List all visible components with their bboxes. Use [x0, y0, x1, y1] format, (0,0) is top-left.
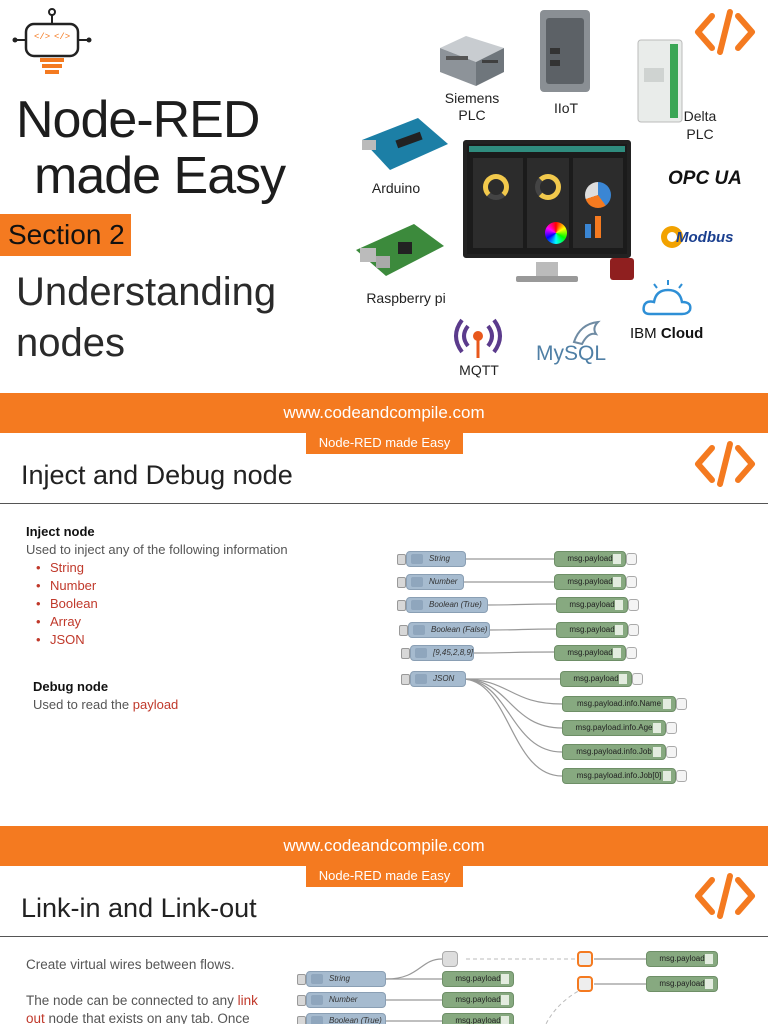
website-banner-1[interactable]: www.codeandcompile.com — [0, 393, 768, 433]
inject-node-number[interactable]: Number — [397, 574, 464, 590]
out-word[interactable]: out — [26, 1011, 45, 1024]
debug-node[interactable]: msg.payload — [554, 574, 637, 590]
debug-node-heading: Debug node — [33, 679, 109, 694]
debug-node[interactable]: msg.payload.info.Job[0] — [562, 768, 687, 784]
arduino-image — [362, 118, 448, 170]
debug-node[interactable]: msg.payload — [646, 951, 718, 967]
debug-node[interactable]: msg.payload — [556, 597, 639, 613]
ibm-label-b: Cloud — [660, 325, 704, 342]
list-item: JSON — [36, 631, 98, 649]
inject-node-string[interactable]: String — [397, 551, 466, 567]
monitor-base — [516, 276, 578, 282]
link-flow-wires — [385, 958, 646, 1024]
course-tag-2: Node-RED made Easy — [306, 865, 463, 887]
ibm-cloud-label: IBM Cloud — [630, 325, 703, 342]
debug-node-desc: Used to read the payload — [33, 696, 178, 714]
slide1-title: Inject and Debug node — [21, 460, 293, 490]
robot-logo-icon: </> </> — [12, 8, 92, 74]
list-item: Boolean — [36, 595, 98, 613]
node-red-logo-icon — [610, 258, 634, 280]
link-in-node[interactable] — [577, 976, 593, 992]
section-badge: Section 2 — [0, 214, 131, 256]
delta-label-2: PLC — [686, 126, 714, 142]
debug-node[interactable]: msg.payload — [442, 971, 514, 987]
delta-label-1: Delta — [683, 108, 717, 124]
hero-subtitle-line1: Understanding — [16, 270, 277, 314]
siemens-plc-image — [440, 36, 504, 86]
inject-node-string[interactable]: String — [297, 971, 386, 987]
hero-subtitle-line2: nodes — [16, 321, 125, 365]
debug-node[interactable]: msg.payload.info.Job — [562, 744, 677, 760]
payload-link[interactable]: payload — [132, 697, 179, 712]
slide2-title: Link-in and Link-out — [21, 893, 257, 923]
code-logo-icon — [695, 441, 755, 487]
delta-plc-image — [637, 39, 683, 123]
inject-node-heading: Inject node — [26, 524, 95, 539]
inject-node-boolean-false[interactable]: Boolean (False) — [399, 622, 490, 638]
ibm-cloud-icon — [642, 280, 692, 316]
link-desc-2: The node can be connected to any link out… — [26, 992, 266, 1024]
inject-node-desc: Used to inject any of the following info… — [26, 542, 288, 557]
data-type-list: String Number Boolean Array JSON — [36, 559, 98, 649]
mqtt-label: MQTT — [459, 362, 499, 378]
svg-text:</>: </> — [54, 32, 70, 42]
raspberry-pi-label: Raspberry pi — [366, 290, 446, 306]
list-item: String — [36, 559, 98, 577]
debug-node[interactable]: msg.payload.info.Name — [562, 696, 687, 712]
inject-node-number[interactable]: Number — [297, 992, 386, 1008]
code-logo-icon — [695, 9, 755, 55]
link-out-node[interactable] — [442, 951, 458, 967]
debug-node[interactable]: msg.payload — [554, 645, 637, 661]
debug-node[interactable]: msg.payload — [554, 551, 637, 567]
debug-node[interactable]: msg.payload — [442, 992, 514, 1008]
course-tag-1: Node-RED made Easy — [306, 432, 463, 454]
raspberry-pi-image — [356, 224, 444, 276]
debug-node[interactable]: msg.payload.info.Age — [562, 720, 677, 736]
hero-section: </> </> Node-RED made Easy Section 2 Und… — [0, 0, 768, 392]
mysql-label: MySQL — [536, 342, 607, 365]
hero-title-line2: made Easy — [34, 147, 286, 205]
debug-node[interactable]: msg.payload — [646, 976, 718, 992]
inject-node-boolean-true[interactable]: Boolean (True) — [297, 1013, 386, 1024]
iiot-gateway-image — [540, 10, 590, 92]
debug-node[interactable]: msg.payload — [442, 1013, 514, 1024]
arduino-label: Arduino — [371, 180, 421, 196]
dashboard-monitor — [463, 140, 631, 258]
link-desc-2a: The node can be connected to any — [26, 993, 238, 1008]
monitor-stand — [536, 262, 558, 276]
link-word[interactable]: link — [237, 993, 258, 1008]
hero-title-line1: Node-RED — [16, 91, 260, 149]
flow-wires — [461, 558, 563, 777]
link-in-node[interactable] — [577, 951, 593, 967]
mysql-dolphin-icon — [572, 320, 601, 346]
opc-ua-logo: OPC UA — [668, 168, 742, 189]
iiot-label: IIoT — [553, 100, 579, 116]
modbus-label: Modbus — [676, 229, 734, 246]
link-desc-1: Create virtual wires between flows. — [26, 957, 235, 972]
debug-node[interactable]: msg.payload — [556, 622, 639, 638]
inject-node-boolean-true[interactable]: Boolean (True) — [397, 597, 488, 613]
website-banner-2[interactable]: www.codeandcompile.com — [0, 826, 768, 866]
debug-node[interactable]: msg.payload — [560, 671, 643, 687]
svg-text:</>: </> — [34, 32, 50, 42]
siemens-label-1: Siemens — [444, 90, 500, 106]
list-item: Number — [36, 577, 98, 595]
slide2-divider — [0, 936, 768, 937]
inject-node-array[interactable]: [9,45,2,8,9] — [401, 645, 474, 661]
list-item: Array — [36, 613, 98, 631]
inject-node-json[interactable]: JSON — [401, 671, 466, 687]
mqtt-antenna-icon — [454, 318, 502, 358]
code-logo-icon — [695, 873, 755, 919]
ibm-label-a: IBM — [630, 325, 657, 342]
modbus-gear-icon — [661, 226, 683, 248]
siemens-label-2: PLC — [458, 107, 486, 123]
slide1-divider — [0, 503, 768, 504]
link-desc-2b: node that exists on any tab. Once — [44, 1011, 250, 1024]
debug-desc-prefix: Used to read the — [33, 697, 133, 712]
